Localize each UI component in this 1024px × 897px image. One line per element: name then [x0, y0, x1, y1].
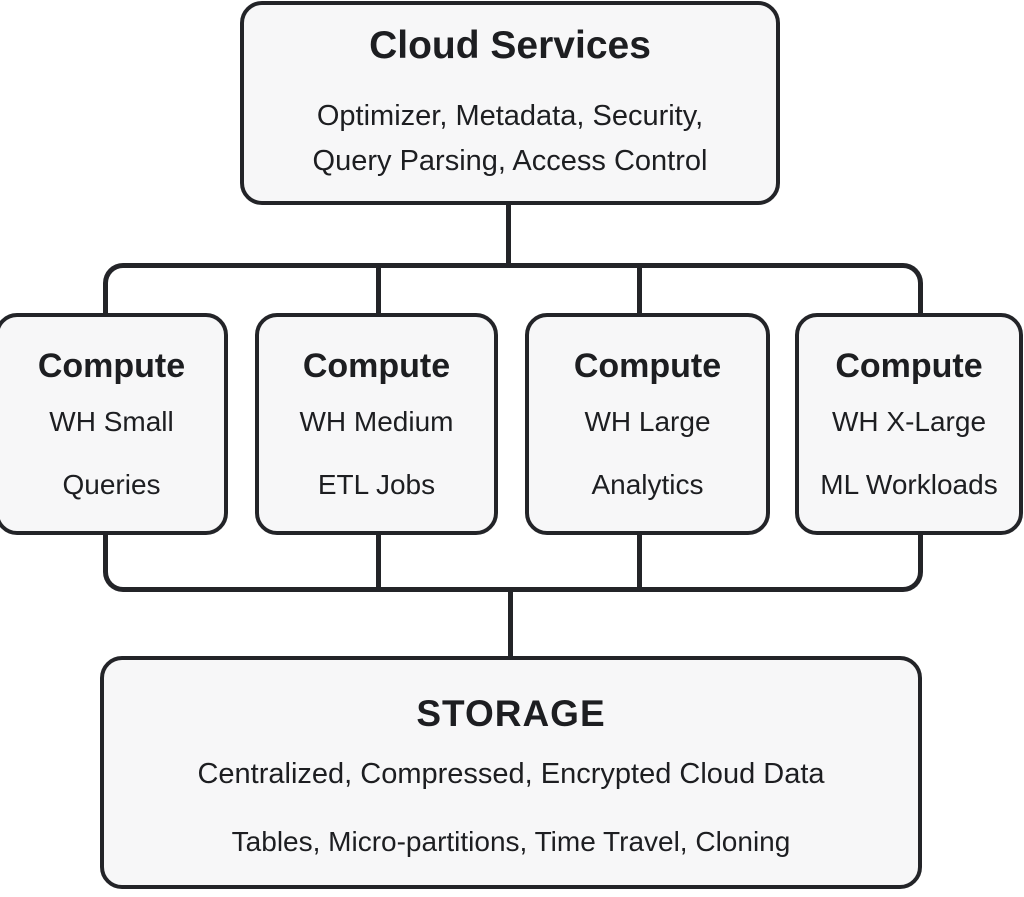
- connector-top-bus-to-compute-3: [637, 263, 642, 317]
- compute-workload-label: Analytics: [591, 469, 704, 500]
- compute-title: Compute: [302, 347, 451, 385]
- storage-title: STORAGE: [416, 693, 606, 734]
- cloud-services-title: Cloud Services: [369, 24, 651, 67]
- compute-warehouse-label: WH Small: [49, 406, 174, 437]
- compute-node-wh-large: Compute WH Large Analytics: [525, 313, 770, 535]
- compute-workload-label: Queries: [62, 469, 161, 500]
- storage-subtitle-line-1: Centralized, Compressed, Encrypted Cloud…: [197, 758, 825, 790]
- compute-title: Compute: [37, 347, 186, 385]
- connector-top-bus-to-compute-2: [376, 263, 381, 317]
- connector-compute-3-to-bottom-bus: [637, 531, 642, 592]
- connector-bottom-bus-to-storage: [508, 587, 513, 658]
- cloud-services-node: Cloud Services Optimizer, Metadata, Secu…: [240, 1, 780, 205]
- connector-cloud-to-top-bus: [506, 200, 511, 267]
- compute-title: Compute: [835, 347, 983, 385]
- compute-warehouse-label: WH Large: [584, 406, 711, 437]
- storage-node: STORAGE Centralized, Compressed, Encrypt…: [100, 656, 922, 889]
- compute-workload-label: ML Workloads: [820, 469, 998, 500]
- compute-node-wh-medium: Compute WH Medium ETL Jobs: [255, 313, 498, 535]
- connector-top-bus: [103, 263, 923, 317]
- connector-compute-2-to-bottom-bus: [376, 531, 381, 592]
- cloud-services-subtitle-line-2: Query Parsing, Access Control: [312, 145, 708, 177]
- cloud-services-subtitle-line-1: Optimizer, Metadata, Security,: [316, 100, 704, 132]
- compute-warehouse-label: WH Medium: [299, 406, 454, 437]
- compute-workload-label: ETL Jobs: [317, 469, 436, 500]
- storage-subtitle-line-2: Tables, Micro-partitions, Time Travel, C…: [231, 826, 791, 857]
- compute-node-wh-small: Compute WH Small Queries: [0, 313, 228, 535]
- cloud-services-subtitle: Optimizer, Metadata, Security, Query Par…: [244, 94, 776, 184]
- compute-node-wh-x-large: Compute WH X-Large ML Workloads: [795, 313, 1023, 535]
- compute-warehouse-label: WH X-Large: [831, 406, 987, 437]
- connector-bottom-bus: [103, 531, 923, 592]
- compute-title: Compute: [573, 347, 722, 385]
